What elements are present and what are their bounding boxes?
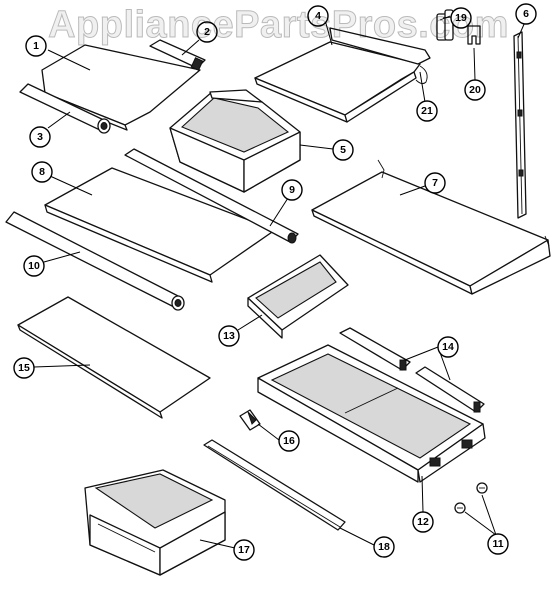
callout-13: 13	[218, 325, 240, 347]
part-10-rod	[5, 211, 185, 311]
callout-10: 10	[23, 255, 45, 277]
callout-6: 6	[515, 3, 537, 25]
callout-21: 21	[416, 100, 438, 122]
callout-16: 16	[278, 430, 300, 452]
leader-lines	[33, 16, 526, 549]
callout-8: 8	[31, 161, 53, 183]
part-20-clip	[467, 25, 481, 45]
svg-text:4: 4	[315, 10, 321, 22]
callout-19: 19	[450, 7, 472, 29]
svg-text:6: 6	[523, 8, 529, 20]
callout-4: 4	[307, 5, 329, 27]
svg-text:19: 19	[455, 12, 467, 24]
callout-5: 5	[332, 139, 354, 161]
svg-text:21: 21	[421, 105, 433, 117]
callout-14: 14	[437, 336, 459, 358]
part-13-holder	[247, 254, 349, 339]
svg-text:5: 5	[340, 144, 346, 156]
svg-text:10: 10	[28, 260, 40, 272]
svg-text:15: 15	[18, 362, 30, 374]
part-2-trim	[149, 39, 206, 71]
svg-text:20: 20	[469, 84, 481, 96]
svg-text:1: 1	[33, 40, 39, 52]
part-14-rails	[339, 327, 485, 413]
part-18-trim	[203, 439, 346, 531]
callout-15: 15	[13, 357, 35, 379]
svg-text:7: 7	[432, 177, 438, 189]
part-3-rod	[19, 83, 111, 134]
svg-text:2: 2	[204, 26, 210, 38]
part-9-trim	[124, 148, 299, 244]
callout-3: 3	[29, 126, 51, 148]
part-12-drawer	[257, 344, 486, 483]
part-16-clip	[239, 409, 261, 431]
callout-9: 9	[281, 179, 303, 201]
part-17-drawer	[84, 469, 226, 576]
svg-text:8: 8	[39, 166, 45, 178]
callout-2: 2	[196, 21, 218, 43]
svg-text:11: 11	[492, 538, 503, 550]
part-11-screws	[454, 482, 488, 514]
part-4-shelf-frame	[254, 27, 431, 123]
svg-text:16: 16	[283, 435, 295, 447]
callout-11: 11	[487, 533, 509, 555]
svg-text:9: 9	[289, 184, 295, 196]
callout-20: 20	[464, 79, 486, 101]
svg-text:14: 14	[442, 341, 454, 353]
callout-18: 18	[373, 536, 395, 558]
part-5-drawer	[169, 89, 301, 193]
callout-7: 7	[424, 172, 446, 194]
callout-17: 17	[233, 539, 255, 561]
part-6-rail	[513, 31, 527, 219]
part-7-shelf	[311, 159, 551, 295]
part-15-panel	[17, 296, 211, 419]
callout-12: 12	[412, 511, 434, 533]
svg-text:12: 12	[417, 516, 429, 528]
svg-text:17: 17	[238, 544, 250, 556]
callout-1: 1	[25, 35, 47, 57]
svg-text:13: 13	[223, 330, 235, 342]
part-19-bracket	[436, 9, 454, 41]
svg-text:3: 3	[37, 131, 43, 143]
svg-text:18: 18	[378, 541, 390, 553]
